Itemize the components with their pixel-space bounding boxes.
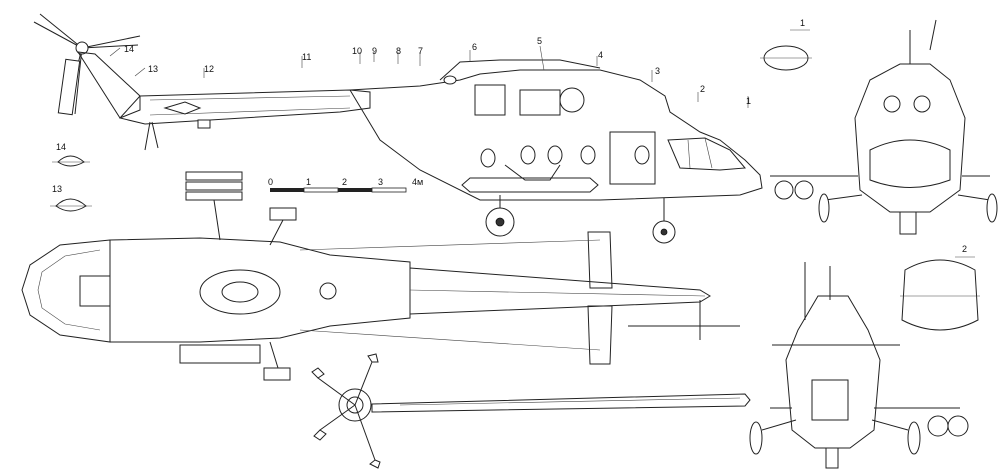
top-wheel-left [269, 207, 297, 221]
section-14-label: 14 [56, 142, 66, 152]
section-2-profile [901, 259, 979, 331]
callout-1: 1 [746, 96, 751, 106]
scale-tick-4: 4м [412, 177, 423, 187]
callout-leaders [109, 45, 749, 108]
top-tail-boom [409, 267, 711, 315]
callout-6: 6 [472, 42, 477, 52]
callout-8: 8 [396, 46, 401, 56]
side-view: 1 2 3 4 5 6 7 8 9 10 11 12 13 14 [33, 13, 763, 244]
front-wheel-right [986, 193, 998, 223]
callout-12: 12 [204, 64, 214, 74]
side-tail-rotor [33, 13, 141, 116]
rotor-blade [371, 393, 751, 413]
section-13-profile [55, 198, 87, 212]
section-2-label: 2 [962, 244, 967, 254]
section-13-label: 13 [52, 184, 62, 194]
side-cockpit [667, 137, 747, 171]
side-windows [480, 145, 650, 168]
callout-14: 14 [124, 44, 134, 54]
side-landing-gear [485, 195, 676, 244]
section-1-label: 1 [800, 18, 805, 28]
callout-11: 11 [302, 52, 311, 62]
callout-labels: 1 2 3 4 5 6 7 8 9 10 11 12 13 14 [124, 36, 751, 106]
front-fuselage [854, 63, 966, 213]
callout-2: 2 [700, 84, 705, 94]
rear-fuselage [785, 295, 881, 449]
scale-tick-2: 2 [342, 177, 347, 187]
top-view [21, 171, 740, 381]
top-stabilizer [587, 231, 613, 365]
rear-pod-right [927, 415, 949, 437]
callout-7: 7 [418, 46, 423, 56]
top-weapon-pylons [179, 171, 291, 381]
front-view: 1 [760, 18, 998, 235]
callout-9: 9 [372, 46, 377, 56]
top-fuselage [109, 237, 411, 343]
section-2-detail: 2 [900, 244, 980, 331]
front-wheel-left [818, 193, 830, 223]
rear-wheel-right [907, 421, 921, 455]
rotor-hub [311, 353, 381, 469]
section-14-profile [57, 155, 85, 167]
top-nose [21, 239, 111, 343]
front-pod-left [774, 180, 794, 200]
scale-tick-1: 1 [306, 177, 311, 187]
callout-10: 10 [352, 46, 362, 56]
callout-4: 4 [598, 50, 603, 60]
scale-bar: 0 1 2 3 4м [268, 177, 423, 193]
rear-wheel-left [749, 421, 763, 455]
side-tail-pylon [77, 51, 141, 119]
rear-view [749, 262, 969, 469]
section-details: 14 13 [50, 142, 92, 212]
callout-13: 13 [148, 64, 158, 74]
callout-3: 3 [655, 66, 660, 76]
side-tail-boom [119, 89, 371, 125]
main-rotor [311, 353, 751, 469]
scale-tick-0: 0 [268, 177, 273, 187]
callout-5: 5 [537, 36, 542, 46]
scale-tick-3: 3 [378, 177, 383, 187]
side-fuselage [349, 69, 763, 201]
